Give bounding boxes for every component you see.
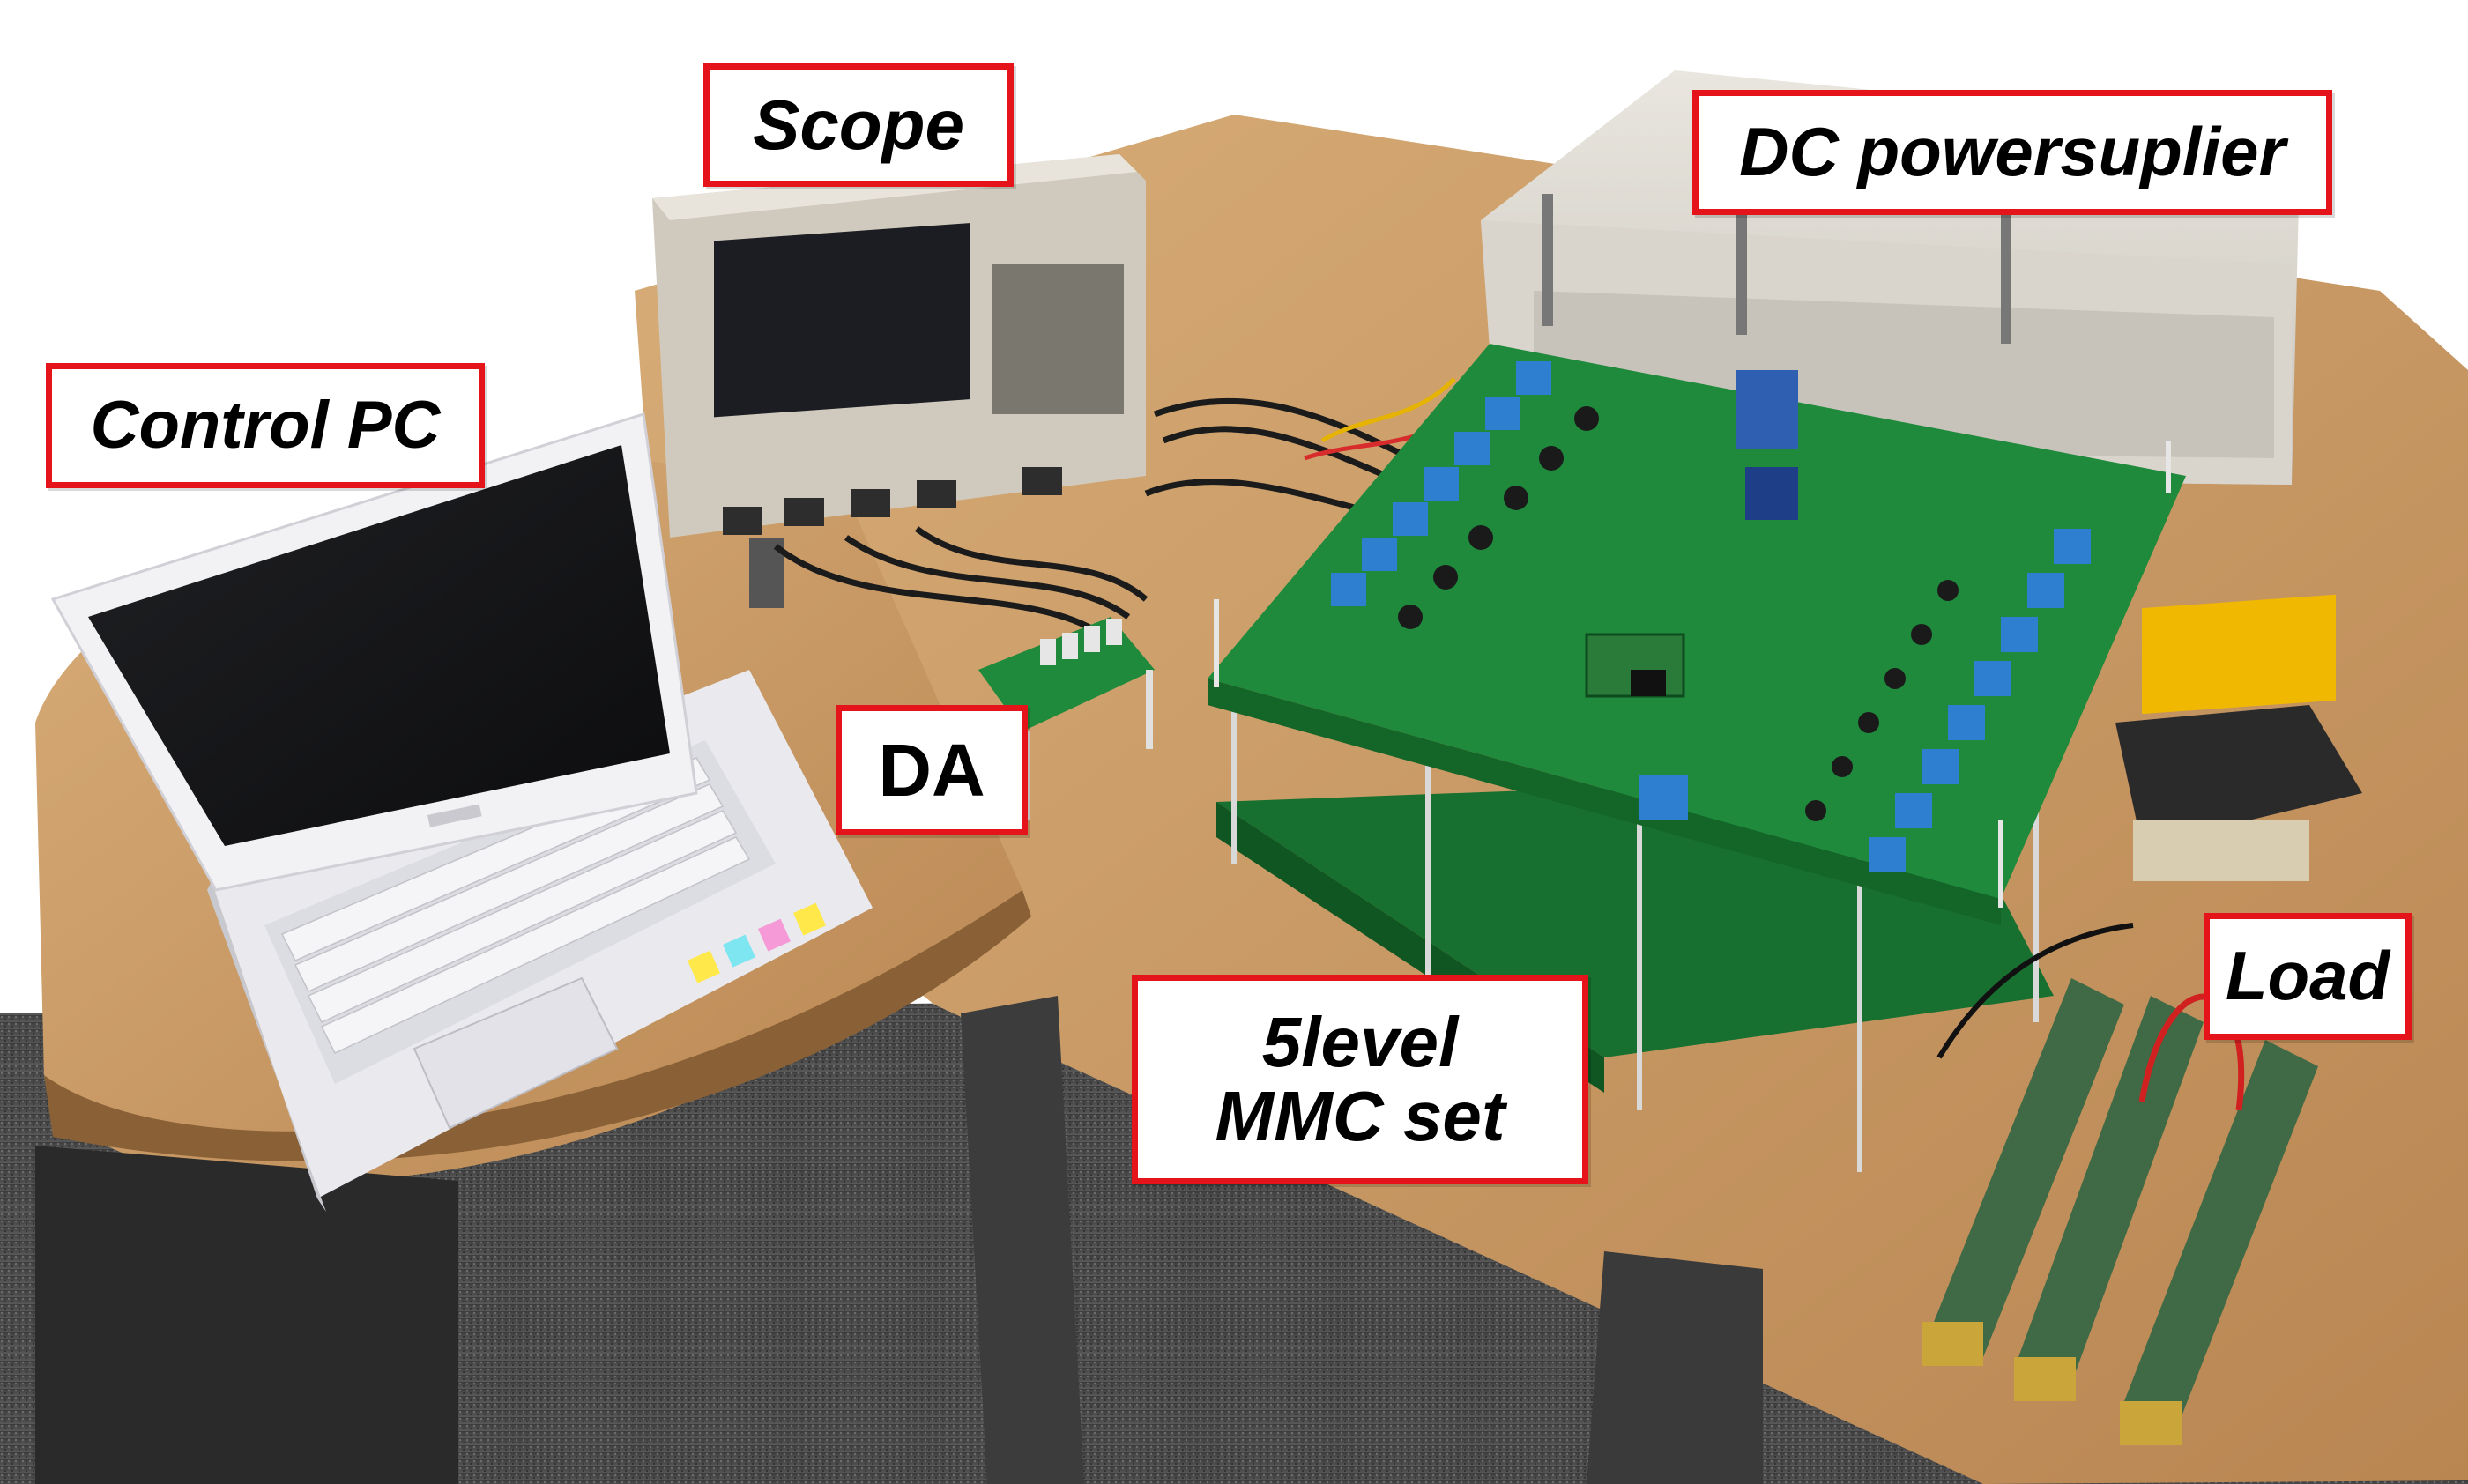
label-mmc-set-line: MMC set [1215, 1077, 1505, 1155]
label-scope-text: Scope [752, 85, 965, 164]
table-leg-left [35, 1146, 458, 1484]
label-scope: Scope [703, 63, 1014, 187]
laptop [50, 412, 873, 1212]
label-dc-powersuplier: DC powersuplier [1692, 90, 2332, 215]
table-leg-mid [1587, 1251, 1763, 1484]
label-control-pc-text: Control PC [90, 388, 441, 464]
label-5level-mmc-set: 5level MMC set [1132, 975, 1588, 1184]
label-da-text: DA [878, 728, 985, 812]
table-leg-center [961, 996, 1084, 1484]
load-resistors [1922, 923, 2318, 1445]
label-load: Load [2204, 913, 2412, 1040]
table-left-edge [44, 890, 1031, 1161]
relay-row-left [1331, 361, 1551, 606]
load-transformer [2115, 594, 2362, 881]
label-5level-mmc-set-stack: 5level MMC set [1215, 1005, 1505, 1154]
label-da: DA [836, 705, 1028, 835]
capacitors [1398, 406, 1959, 821]
oscilloscope [652, 154, 1146, 608]
da-board [978, 617, 1155, 820]
label-dc-powersuplier-text: DC powersuplier [1739, 113, 2286, 191]
label-5level-line: 5level [1261, 1003, 1459, 1081]
relay-row-right [1869, 529, 2091, 872]
label-load-text: Load [2225, 937, 2390, 1015]
label-control-pc: Control PC [46, 363, 485, 488]
